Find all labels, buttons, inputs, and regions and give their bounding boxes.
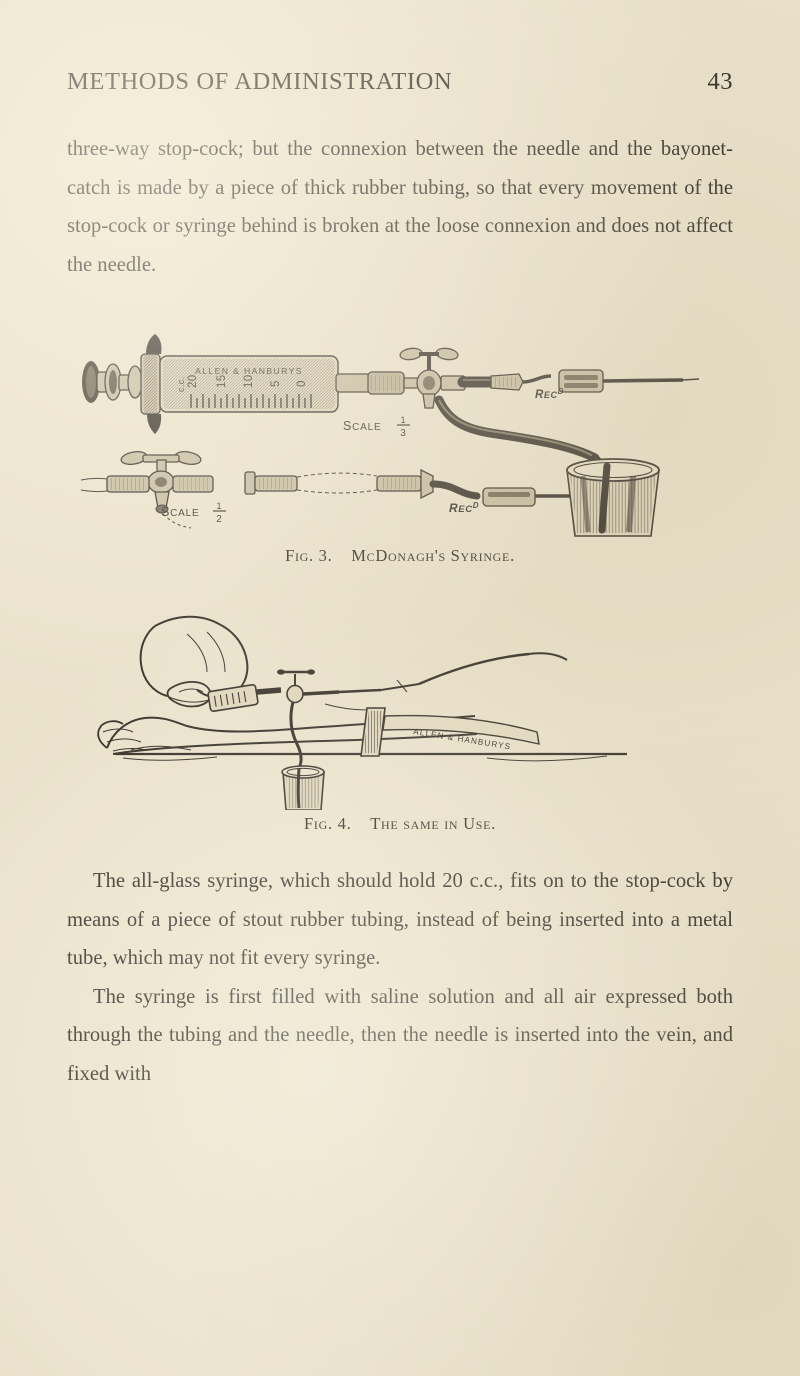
- svg-text:1: 1: [400, 415, 405, 425]
- beaker-jar: [566, 454, 660, 537]
- rubber-tubing-upper: [457, 376, 497, 388]
- needle-assembly-upper: RECD: [490, 369, 700, 402]
- scale-label-lower: SCALE: [161, 505, 199, 519]
- body-text-upper: three-way stop-cock; but the connexion b…: [67, 130, 733, 284]
- rubber-tubing-to-jar: [434, 395, 600, 463]
- body-text-lower: The all-glass syringe, which should hold…: [67, 862, 733, 1094]
- graduation-15: 15: [216, 374, 228, 388]
- paragraph-2: The all-glass syringe, which should hold…: [67, 870, 733, 970]
- figure-4-caption: Fig. 4. The same in Use.: [67, 814, 733, 834]
- syringe-in-use: [207, 684, 282, 712]
- paragraph-1: three-way stop-cock; but the connexion b…: [67, 138, 733, 276]
- scale-fraction-upper: 1 3: [397, 415, 410, 439]
- scale-fraction-lower: 1 2: [213, 501, 226, 525]
- graduation-unit: c.c.: [176, 376, 186, 392]
- running-head: METHODS OF ADMINISTRATION 43: [67, 68, 733, 96]
- syringe-plunger: [82, 361, 143, 403]
- figure-3-number: Fig. 3.: [285, 546, 333, 565]
- graduation-20: 20: [187, 374, 199, 388]
- figure-3-registered-upper-label: RECD: [535, 387, 564, 402]
- graduation-5: 5: [270, 380, 282, 387]
- needle-in-vein: [324, 652, 568, 711]
- figure-4-illustration: ALLEN & HANBURYS: [67, 592, 733, 811]
- scale-label-upper: SCALE: [343, 419, 381, 433]
- page-title: METHODS OF ADMINISTRATION: [67, 68, 453, 95]
- figure-4-number: Fig. 4.: [304, 814, 352, 833]
- figure-4-title: The same in Use.: [370, 814, 496, 833]
- stop-cock-upper: [399, 347, 466, 409]
- tubing-connectors: [244, 468, 434, 500]
- figure-4: ALLEN & HANBURYS Fig. 4. The same in Use…: [67, 592, 733, 834]
- figure-3: ALLEN & HANBURYS 20 15 10 5 0 c.c.: [67, 330, 733, 566]
- syringe-barrel: ALLEN & HANBURYS 20 15 10 5 0 c.c.: [159, 355, 339, 413]
- graduation-10: 10: [243, 374, 255, 388]
- figure-3-title: McDonagh's Syringe.: [351, 546, 515, 565]
- syringe-flange: [140, 334, 162, 434]
- figure-3-caption: Fig. 3. McDonagh's Syringe.: [67, 546, 733, 566]
- paragraph-3: The syringe is first filled with saline …: [67, 985, 733, 1085]
- syringe-nozzle: [335, 371, 405, 395]
- figure-3-illustration: ALLEN & HANBURYS 20 15 10 5 0 c.c.: [67, 330, 733, 542]
- saline-jar: [281, 765, 325, 811]
- svg-text:1: 1: [216, 501, 221, 511]
- figure-3-scale-lower: SCALE 1 2: [161, 501, 226, 525]
- figure-3-registered-lower-label: RECD: [449, 501, 479, 516]
- svg-text:3: 3: [400, 428, 406, 439]
- figure-3-scale-upper: SCALE 1 3: [343, 415, 410, 439]
- page-number: 43: [707, 68, 733, 95]
- svg-text:2: 2: [216, 514, 222, 525]
- tourniquet-band: ALLEN & HANBURYS: [360, 707, 540, 757]
- graduation-0: 0: [296, 380, 308, 387]
